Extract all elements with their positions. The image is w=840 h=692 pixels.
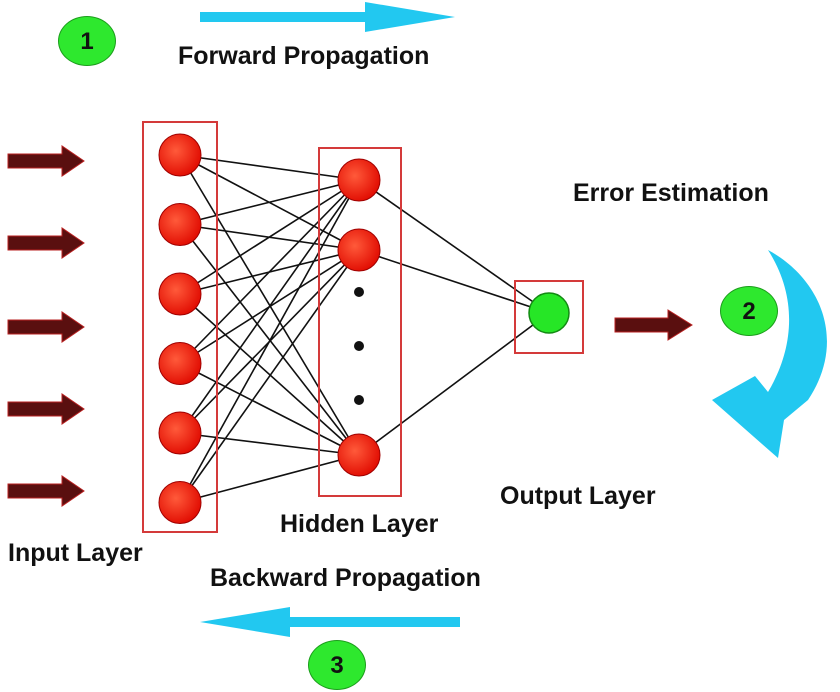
hidden-neuron [337,228,381,272]
input-layer-box [142,121,218,533]
connection-line [179,154,360,181]
connection-line [179,362,360,456]
input-layer-label: Input Layer [8,539,143,567]
input-arrows [7,145,85,507]
hidden-layer-box [318,147,402,497]
connection-line [179,249,360,503]
connection-line [179,179,360,365]
step-badge-error: 2 [720,286,778,336]
connection-line [179,179,360,434]
ellipsis-dot [354,341,364,351]
input-neuron [158,411,202,455]
input-arrow [7,311,85,343]
connection-line [179,179,360,295]
ellipsis-dot [354,287,364,297]
connection-line [358,179,550,314]
connection-line [179,432,360,456]
input-arrow [7,227,85,259]
input-arrow [7,475,85,507]
output-neuron [528,292,570,334]
connection-line [179,454,360,504]
input-arrow [7,145,85,177]
connection-line [179,293,360,456]
backward-propagation-label: Backward Propagation [210,564,481,592]
hidden-layer-label: Hidden Layer [280,510,439,538]
output-layer-box [514,280,584,354]
hidden-neuron [337,433,381,477]
input-neuron [158,203,202,246]
connection-line [179,179,360,503]
step-badge-forward: 1 [58,16,116,66]
backward-propagation-arrow [200,607,460,637]
input-neuron [158,272,202,316]
output-layer-label: Output Layer [500,482,656,510]
ellipsis-dot [354,395,364,405]
input-neuron [158,342,202,385]
network-neurons [158,133,570,524]
output-arrow [614,309,693,341]
hidden-neuron [337,158,381,202]
forward-propagation-arrow [200,2,455,32]
input-arrow [7,393,85,425]
connection-line [179,179,360,226]
connection-line [179,154,360,456]
error-estimation-label: Error Estimation [573,179,769,207]
network-connections [179,154,550,504]
connection-line [358,312,550,456]
input-neuron [158,133,202,177]
input-neuron [158,481,202,524]
error-estimation-curved-arrow [712,250,827,458]
connection-line [358,249,550,314]
forward-propagation-label: Forward Propagation [178,42,430,70]
step-badge-backward: 3 [308,640,366,690]
